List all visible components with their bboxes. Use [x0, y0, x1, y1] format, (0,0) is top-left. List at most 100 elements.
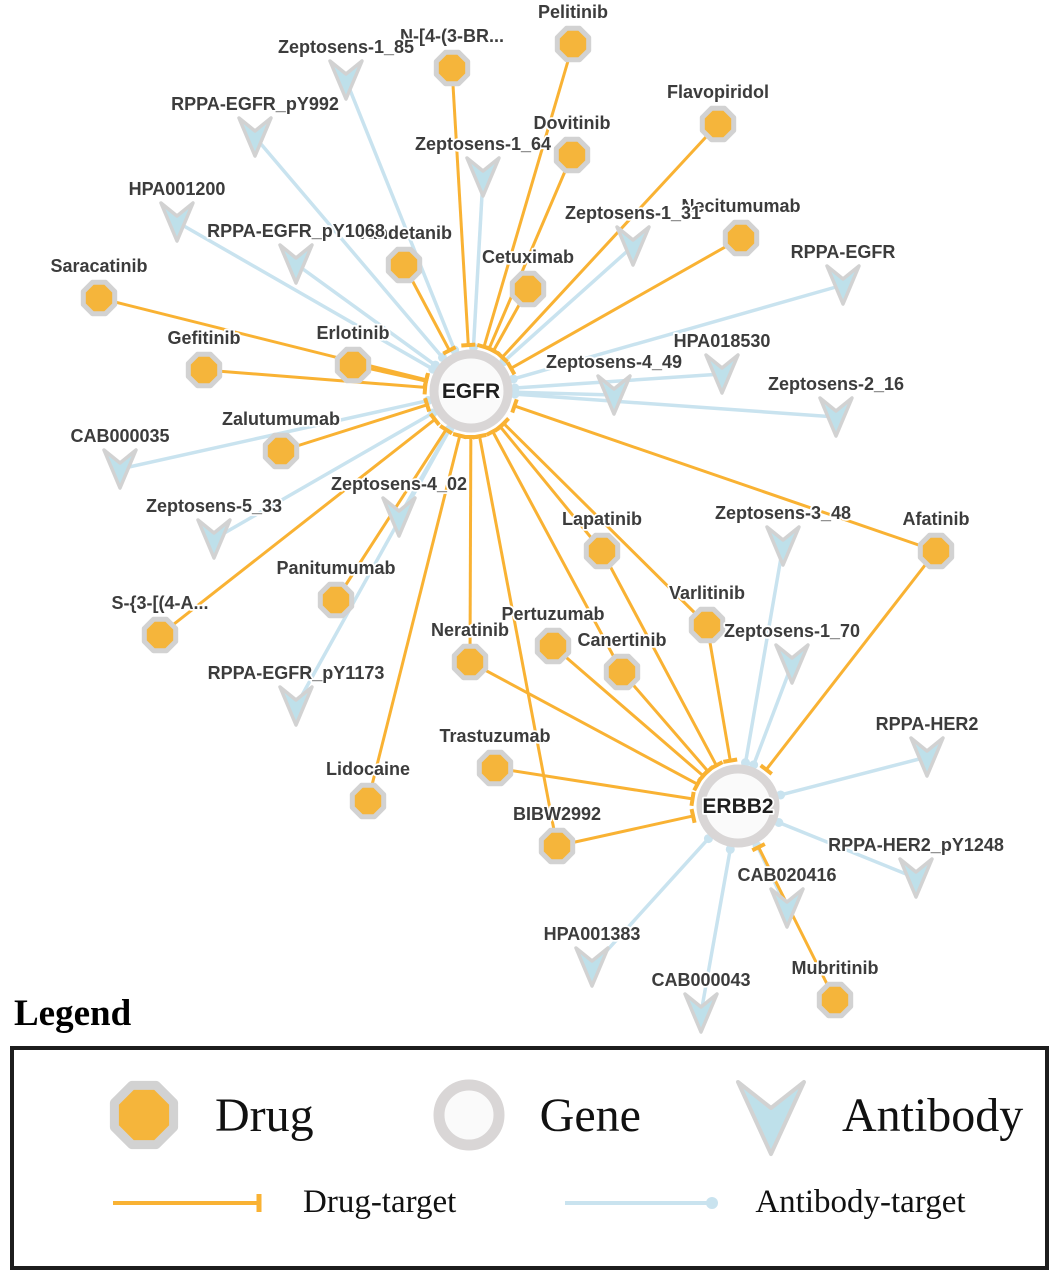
antibody-node[interactable] — [774, 643, 810, 685]
antibody-node[interactable] — [278, 243, 314, 285]
antibody-node[interactable] — [818, 396, 854, 438]
antibody-node[interactable] — [909, 736, 945, 778]
antibody-node[interactable] — [381, 496, 417, 538]
gene-node[interactable] — [696, 764, 780, 848]
drug-node[interactable] — [385, 246, 423, 284]
antibody-node-label: Zeptosens-4_02 — [331, 474, 467, 494]
drug-target-edge — [502, 422, 709, 627]
antibody-target-edge — [294, 262, 437, 367]
antibody-node[interactable] — [574, 946, 610, 988]
antibody-node[interactable] — [898, 857, 934, 899]
antibody-target-edge — [253, 135, 444, 359]
drug-node[interactable] — [334, 346, 372, 384]
antibody-target-edge — [699, 849, 732, 1014]
antibody-node[interactable] — [596, 374, 632, 416]
antibody-node-label: Zeptosens-1_64 — [415, 134, 551, 154]
edge-endpoint-tee — [461, 342, 476, 348]
drug-node-label: Cetuximab — [482, 247, 574, 267]
antibody-node[interactable] — [102, 448, 138, 490]
antibody-node[interactable] — [765, 525, 801, 567]
drug-node-label: Dovitinib — [534, 113, 611, 133]
antibody-target-edge — [590, 837, 710, 969]
drug-node[interactable] — [553, 136, 591, 174]
antibody-node-label: Zeptosens-3_48 — [715, 503, 851, 523]
drug-target-edge — [482, 43, 575, 348]
antibody-node-label: RPPA-HER2_pY1248 — [828, 835, 1004, 855]
drug-node-label: Lidocaine — [326, 759, 410, 779]
drug-target-edge — [600, 550, 718, 767]
antibody-node[interactable] — [237, 116, 273, 158]
drug-node[interactable] — [583, 532, 621, 570]
drug-node[interactable] — [699, 105, 737, 143]
drug-node-label: Varlitinib — [669, 583, 745, 603]
drug-node[interactable] — [185, 351, 223, 389]
antibody-node[interactable] — [465, 156, 501, 198]
drug-node[interactable] — [722, 219, 760, 257]
drug-node[interactable] — [603, 653, 641, 691]
drug-target-edge — [366, 435, 462, 802]
gene-node[interactable] — [429, 349, 513, 433]
drug-node[interactable] — [816, 981, 854, 1019]
edge-endpoint-tee — [759, 763, 773, 776]
drug-node[interactable] — [317, 581, 355, 619]
drug-node-label: Flavopiridol — [667, 82, 769, 102]
drug-node[interactable] — [262, 432, 300, 470]
antibody-node[interactable] — [825, 264, 861, 306]
antibody-node-label: CAB000043 — [651, 970, 750, 990]
antibody-node-label: RPPA-EGFR_pY992 — [171, 94, 339, 114]
antibody-node-label: Zeptosens-2_16 — [768, 374, 904, 394]
drug-node-label: Necitumumab — [681, 196, 800, 216]
drug-target-edge — [478, 435, 559, 847]
antibody-target-edge — [780, 755, 928, 797]
antibody-node[interactable] — [328, 59, 364, 101]
drug-node[interactable] — [451, 643, 489, 681]
antibody-node[interactable] — [196, 518, 232, 560]
antibody-node[interactable] — [615, 225, 651, 267]
drug-node[interactable] — [538, 827, 576, 865]
antibody-target-edge-icon — [565, 1196, 719, 1209]
antibody-node-label: RPPA-EGFR_pY1173 — [208, 663, 385, 683]
edge-endpoint-tee — [485, 426, 500, 437]
drug-node-label: Pertuzumab — [501, 604, 604, 624]
labels-layer: PelitinibN-[4-(3-BR...DovitinibFlavopiri… — [49, 0, 1006, 992]
edge-endpoint-tee — [472, 432, 487, 440]
drug-node[interactable] — [141, 616, 179, 654]
antibody-node[interactable] — [278, 685, 314, 727]
antibody-node[interactable] — [683, 992, 719, 1034]
antibody-node-label: CAB020416 — [737, 865, 836, 885]
antibody-target-edge — [514, 372, 723, 390]
drug-target-edge — [280, 403, 428, 453]
antibody-icon — [735, 1080, 806, 1156]
drug-node[interactable] — [554, 25, 592, 63]
drug-node[interactable] — [534, 627, 572, 665]
drug-target-edge — [468, 436, 473, 663]
drug-node[interactable] — [476, 749, 514, 787]
drug-target-edge-icon — [113, 1193, 262, 1212]
drug-target-edge — [498, 425, 604, 552]
drug-node-label: Trastuzumab — [439, 726, 550, 746]
drug-target-edge — [98, 296, 427, 382]
drug-target-edge — [491, 430, 624, 673]
antibody-target-edge — [512, 283, 844, 381]
drug-target-edge — [556, 814, 694, 848]
drug-node-label: BIBW2992 — [513, 804, 601, 824]
antibody-node-label: Zeptosens-1_31 — [565, 203, 701, 223]
drug-node[interactable] — [80, 279, 118, 317]
drug-node[interactable] — [688, 606, 726, 644]
legend-item-gene: Gene — [424, 1070, 641, 1160]
drug-node-label: Mubritinib — [792, 958, 879, 978]
antibody-node-label: RPPA-HER2 — [876, 714, 979, 734]
antibody-target-edge — [514, 392, 837, 419]
antibody-target-edge — [176, 220, 434, 371]
drug-node[interactable] — [917, 532, 955, 570]
antibody-node[interactable] — [769, 887, 805, 929]
antibody-node-label: HPA001383 — [544, 924, 641, 944]
drug-node[interactable] — [349, 782, 387, 820]
drug-node-label: Zalutumumab — [222, 409, 340, 429]
drug-node[interactable] — [433, 49, 471, 87]
drug-node[interactable] — [509, 270, 547, 308]
antibody-node[interactable] — [704, 353, 740, 395]
edge-endpoint-tee — [439, 424, 454, 436]
antibody-node[interactable] — [159, 201, 195, 243]
